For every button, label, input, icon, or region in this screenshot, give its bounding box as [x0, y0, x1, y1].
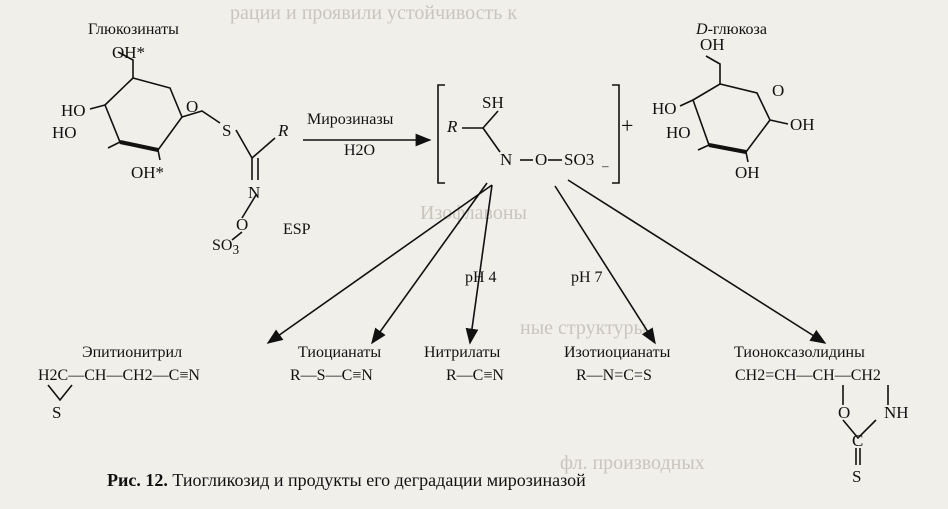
esp-label: ESP [283, 221, 311, 238]
atom-label: HO [666, 123, 691, 142]
myrosinase-label: Мирозиназы [307, 111, 394, 128]
bleed-through-text: ные структуры [520, 317, 647, 339]
n-label: N [500, 150, 512, 169]
oh-star-bottom-label: OH* [131, 163, 164, 182]
atom-label: O [772, 81, 784, 100]
isothiocyanates-label: Изотиоцианаты [564, 344, 671, 361]
so3-label: SO3 [564, 150, 594, 169]
atom-label: O [838, 403, 850, 422]
plus-sign: + [621, 113, 633, 138]
thiocyanate-formula: R—S—C≡N [290, 367, 373, 384]
atom-label: OH [735, 163, 760, 182]
thiooxazolidines-label: Тионоксазолидины [734, 344, 865, 361]
figure-caption: Рис. 12. Тиогликозид и продукты его дегр… [107, 470, 586, 490]
atom-label: O [186, 97, 198, 116]
r-label: R [446, 117, 458, 136]
ph7-label: pH 7 [571, 269, 603, 286]
bleed-through-text: рации и проявили устойчивость к [230, 2, 518, 24]
atom-label: HO [652, 99, 677, 118]
d-glucose-label: D-глюкоза [696, 21, 767, 38]
water-label: H2O [344, 142, 376, 159]
atom-label: OH [790, 115, 815, 134]
atom-label: OH [700, 35, 725, 54]
thiocyanates-label: Тиоцианаты [298, 344, 382, 361]
atom-label: HO [52, 123, 77, 142]
atom-label: C [852, 431, 863, 450]
o-label: O [535, 150, 547, 169]
so3-label: SO3 [212, 237, 240, 258]
atom-label: S [222, 121, 231, 140]
charge-label: – [601, 158, 609, 173]
atom-label: S [852, 467, 861, 486]
nitrile-formula: R—C≡N [446, 367, 504, 384]
atom-label: NH [884, 403, 909, 422]
ph4-label: pH 4 [465, 269, 497, 286]
epithionitrile-label: Эпитионитрил [82, 344, 183, 361]
atom-label: O [236, 215, 248, 234]
nitrilates-label: Нитрилаты [424, 344, 501, 361]
oh-star-top-label: OH* [112, 43, 145, 62]
atom-label: R [277, 121, 289, 140]
bleed-through-text: фл. производных [560, 452, 705, 474]
bleed-through-text: Изофлавоны [420, 202, 527, 224]
epithionitrile-formula: H2C—CH—CH2—C≡N [38, 367, 200, 384]
glucosinolates-title: Глюкозинаты [88, 21, 179, 38]
sh-label: SH [482, 93, 504, 112]
oxazolidine-formula: CH2=CH—CH—CH2 [735, 367, 881, 384]
atom-label: HO [61, 101, 86, 120]
isothiocyanate-formula: R—N=C=S [576, 367, 652, 384]
atom-label: N [248, 183, 260, 202]
atom-label: S [52, 403, 61, 422]
